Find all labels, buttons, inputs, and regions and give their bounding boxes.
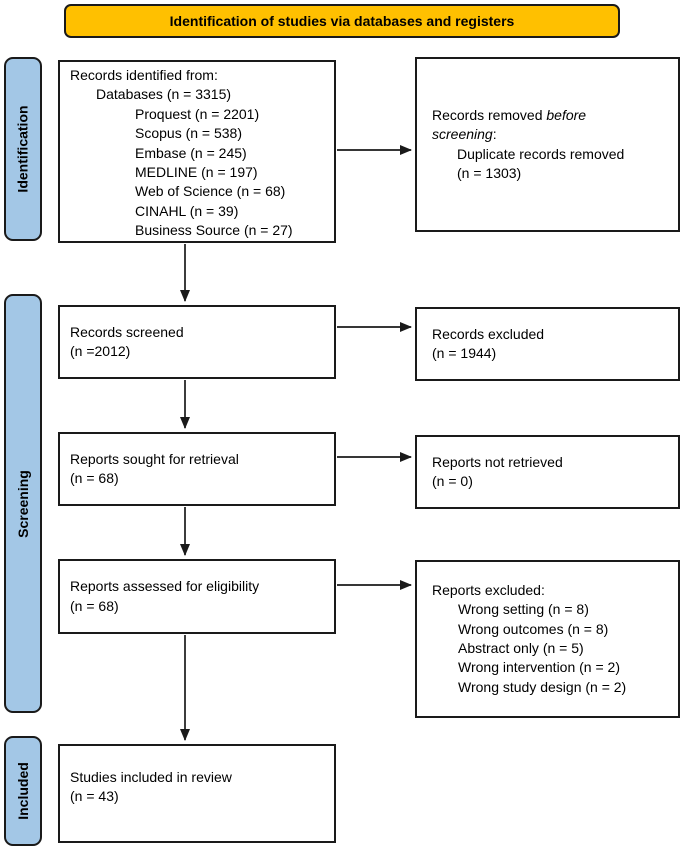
- box-line: Reports sought for retrieval: [70, 450, 239, 467]
- box-line: Duplicate records removed: [457, 145, 625, 162]
- box-reports-excluded: Reports excluded: Wrong setting (n = 8) …: [415, 560, 680, 718]
- box-line: (n = 0): [432, 473, 473, 489]
- box-line: (n = 1303): [457, 164, 522, 181]
- box-line: Reports excluded:: [432, 581, 545, 598]
- box-records-screened: Records screened (n =2012): [58, 305, 336, 379]
- stage-label-screening-text: Screening: [15, 469, 32, 538]
- box-line: Reports not retrieved: [432, 453, 563, 470]
- box-reports-sought: Reports sought for retrieval (n = 68): [58, 432, 336, 506]
- stage-label-identification: Identification: [4, 57, 42, 241]
- box-line: Wrong setting (n = 8): [458, 601, 589, 618]
- box-reports-assessed: Reports assessed for eligibility (n = 68…: [58, 559, 336, 634]
- stage-label-included: Included: [4, 736, 42, 846]
- box-line: Web of Science (n = 68): [135, 183, 286, 200]
- box-line: Records excluded: [432, 325, 545, 342]
- banner-title: Identification of studies via databases …: [169, 13, 515, 29]
- box-line: Scopus (n = 538): [135, 125, 243, 142]
- box-line: Wrong intervention (n = 2): [458, 659, 620, 676]
- box-reports-not-retrieved: Reports not retrieved (n = 0): [415, 435, 680, 509]
- box-line: MEDLINE (n = 197): [135, 164, 258, 181]
- header-banner: Identification of studies via databases …: [64, 4, 620, 38]
- box-line: Records removed before: [432, 106, 587, 123]
- box-line: screening:: [432, 126, 497, 143]
- box-line: (n = 68): [70, 597, 119, 614]
- box-line: (n = 1944): [432, 345, 497, 361]
- box-line: (n = 43): [70, 788, 119, 805]
- box-line: Wrong study design (n = 2): [458, 678, 627, 695]
- box-line: Wrong outcomes (n = 8): [458, 620, 609, 637]
- stage-label-included-text: Included: [15, 762, 31, 820]
- stage-label-screening: Screening: [4, 294, 42, 713]
- box-line: Abstract only (n = 5): [458, 640, 584, 656]
- box-records-removed: Records removed before screening: Duplic…: [415, 57, 680, 232]
- box-records-identified: Records identified from: Databases (n = …: [58, 60, 336, 243]
- box-line: Records screened: [70, 323, 184, 340]
- stage-label-identification-text: Identification: [15, 105, 31, 193]
- box-line: Business Source (n = 27): [135, 222, 293, 239]
- box-line: (n =2012): [70, 343, 131, 359]
- box-studies-included: Studies included in review (n = 43): [58, 744, 336, 843]
- box-line: Studies included in review: [70, 769, 232, 785]
- box-line: Records identified from:: [70, 67, 218, 83]
- box-line: (n = 68): [70, 470, 119, 486]
- box-line: Proquest (n = 2201): [135, 105, 260, 122]
- box-line: Embase (n = 245): [135, 144, 247, 161]
- box-line: Reports assessed for eligibility: [70, 578, 260, 595]
- box-records-excluded: Records excluded (n = 1944): [415, 307, 680, 381]
- box-line: Databases (n = 3315): [96, 86, 232, 103]
- box-line: CINAHL (n = 39): [135, 202, 239, 219]
